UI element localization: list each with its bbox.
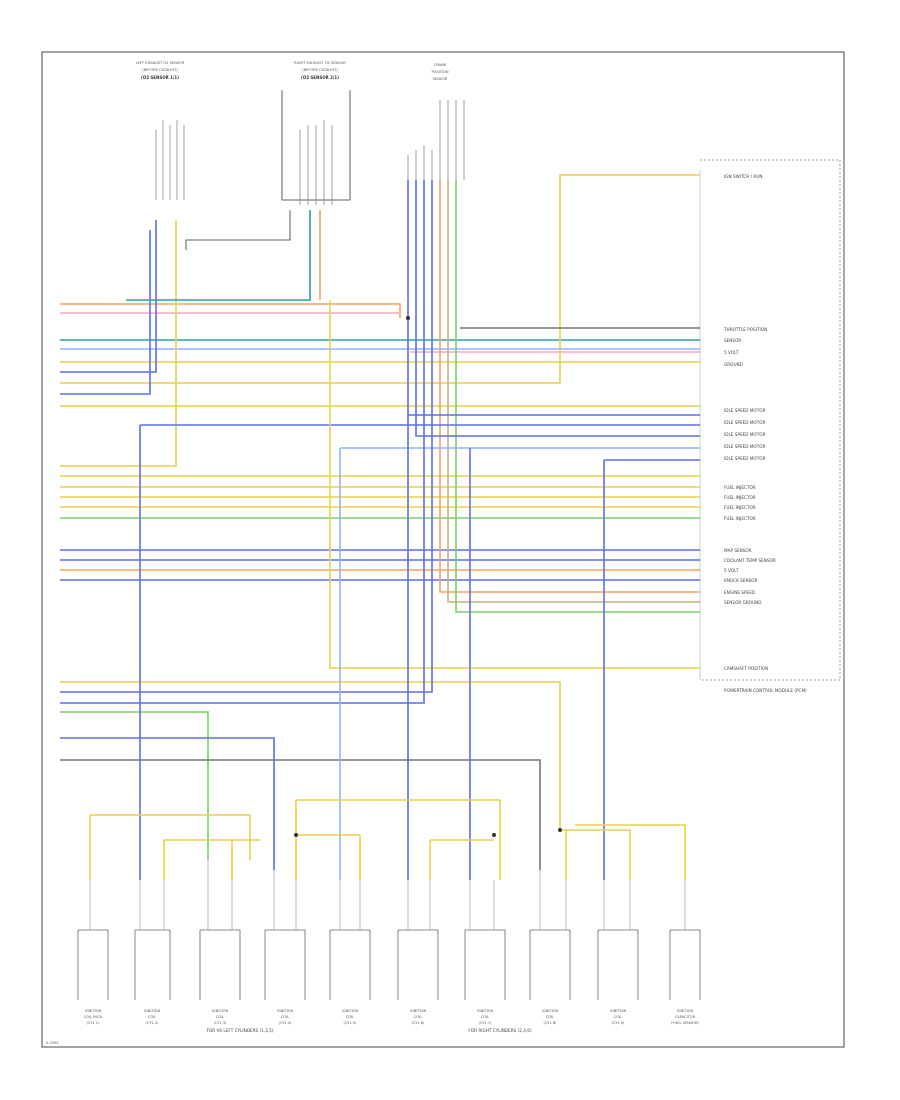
- svg-text:(CYL 8): (CYL 8): [544, 1021, 557, 1025]
- coil-label-8: IGNITION COIL (CYL 8): [542, 1009, 559, 1025]
- svg-text:COIL: COIL: [546, 1015, 554, 1019]
- svg-text:IGN SWITCH / RUN: IGN SWITCH / RUN: [724, 174, 763, 179]
- top-component-o2-left: LEFT EXHAUST O2 SENSOR (BEFORE CATALYST)…: [136, 61, 185, 80]
- svg-text:COIL: COIL: [414, 1015, 422, 1019]
- svg-text:IGNITION: IGNITION: [677, 1009, 694, 1013]
- svg-text:CAPACITOR: CAPACITOR: [675, 1015, 696, 1019]
- svg-text:IGNITION: IGNITION: [342, 1009, 359, 1013]
- svg-text:(CYL 6): (CYL 6): [412, 1021, 425, 1025]
- coil-label-6: IGNITION COIL (CYL 6): [410, 1009, 427, 1025]
- svg-text:IGNITION: IGNITION: [542, 1009, 559, 1013]
- svg-text:COIL: COIL: [216, 1015, 224, 1019]
- svg-text:FUEL INJECTOR: FUEL INJECTOR: [724, 505, 756, 510]
- coil-label-4: IGNITION COIL (CYL 4): [277, 1009, 294, 1025]
- svg-text:5 VOLT: 5 VOLT: [724, 350, 739, 355]
- svg-text:COIL: COIL: [346, 1015, 354, 1019]
- svg-text:(CYL 7): (CYL 7): [479, 1021, 492, 1025]
- group-caption-left: FOR V6 LEFT CYLINDERS (1,3,5): [207, 1028, 274, 1033]
- coil-label-5: IGNITION COIL (CYL 5): [342, 1009, 359, 1025]
- svg-text:COIL PACK: COIL PACK: [84, 1015, 103, 1019]
- footer-code: S.2005: [46, 1041, 59, 1045]
- svg-text:IGNITION: IGNITION: [610, 1009, 627, 1013]
- top-pin-stubs: [155, 100, 465, 205]
- svg-text:SENSOR: SENSOR: [433, 77, 448, 81]
- svg-text:IDLE SPEED MOTOR: IDLE SPEED MOTOR: [724, 432, 766, 437]
- svg-text:IDLE SPEED MOTOR: IDLE SPEED MOTOR: [724, 444, 766, 449]
- svg-text:KNOCK SENSOR: KNOCK SENSOR: [724, 578, 758, 583]
- svg-text:FUEL INJECTOR: FUEL INJECTOR: [724, 495, 756, 500]
- svg-text:ENGINE SPEED: ENGINE SPEED: [724, 590, 755, 595]
- svg-text:POSITION: POSITION: [431, 70, 448, 74]
- svg-text:(CYL 4): (CYL 4): [279, 1021, 292, 1025]
- svg-text:IGNITION: IGNITION: [277, 1009, 294, 1013]
- svg-text:(O2 SENSOR 2/1): (O2 SENSOR 2/1): [301, 75, 339, 80]
- coil-label-7: IGNITION COIL (CYL 7): [477, 1009, 494, 1025]
- coil-label-10: IGNITION CAPACITOR (FUEL SENSOR): [671, 1009, 699, 1025]
- svg-text:SENSOR GROUND: SENSOR GROUND: [724, 600, 762, 605]
- coil-feed-wires: [89, 415, 686, 880]
- svg-text:COIL: COIL: [281, 1015, 289, 1019]
- diagram-frame: [41, 51, 845, 1048]
- svg-text:COIL: COIL: [481, 1015, 489, 1019]
- svg-text:MAP SENSOR: MAP SENSOR: [724, 548, 752, 553]
- svg-text:IGNITION: IGNITION: [410, 1009, 427, 1013]
- bottom-coil-connectors: [77, 929, 701, 1000]
- coil-pin-stubs: [89, 860, 686, 930]
- svg-text:IGNITION: IGNITION: [212, 1009, 229, 1013]
- coil-label-3: IGNITION COIL (CYL 3): [212, 1009, 229, 1025]
- svg-text:COIL: COIL: [148, 1015, 156, 1019]
- top-component-o2-right: RIGHT EXHAUST O2 SENSOR (BEFORE CATALYST…: [294, 61, 346, 80]
- bottom-component-labels: IGNITION COIL PACK (CYL 1) IGNITION COIL (CY…: [84, 1009, 700, 1025]
- splice-points: [294, 316, 562, 837]
- svg-text:COIL: COIL: [614, 1015, 622, 1019]
- svg-text:COOLANT TEMP SENSOR: COOLANT TEMP SENSOR: [724, 558, 776, 563]
- svg-text:IGNITION: IGNITION: [144, 1009, 161, 1013]
- svg-text:(CYL 5): (CYL 5): [344, 1021, 357, 1025]
- svg-text:POWERTRAIN CONTROL MODULE (PCM: POWERTRAIN CONTROL MODULE (PCM): [724, 688, 807, 693]
- svg-text:IGNITION: IGNITION: [85, 1009, 102, 1013]
- svg-text:(CYL 3): (CYL 3): [214, 1021, 227, 1025]
- svg-text:IGNITION: IGNITION: [477, 1009, 494, 1013]
- svg-text:(BEFORE CATALYST): (BEFORE CATALYST): [302, 68, 338, 72]
- svg-text:CRANK: CRANK: [434, 63, 447, 67]
- svg-text:CAMSHAFT POSITION: CAMSHAFT POSITION: [724, 666, 768, 671]
- pcm-labels: IGN SWITCH / RUN THROTTLE POSITION SENSO…: [723, 174, 807, 693]
- svg-text:(BEFORE CATALYST): (BEFORE CATALYST): [142, 68, 178, 72]
- svg-text:IDLE SPEED MOTOR: IDLE SPEED MOTOR: [724, 420, 766, 425]
- svg-text:SENSOR: SENSOR: [724, 338, 741, 343]
- svg-text:RIGHT EXHAUST O2 SENSOR: RIGHT EXHAUST O2 SENSOR: [294, 61, 346, 65]
- group-caption-right: FOR RIGHT CYLINDERS (2,4,6): [468, 1028, 532, 1033]
- svg-text:(FUEL SENSOR): (FUEL SENSOR): [671, 1021, 699, 1025]
- svg-text:IDLE SPEED MOTOR: IDLE SPEED MOTOR: [724, 456, 766, 461]
- svg-text:GROUND: GROUND: [724, 362, 743, 367]
- svg-text:(CYL 9): (CYL 9): [612, 1021, 625, 1025]
- svg-text:(CYL 1): (CYL 1): [87, 1021, 100, 1025]
- coil-label-1: IGNITION COIL PACK (CYL 1): [84, 1009, 103, 1025]
- pcm-connector-outline: [700, 159, 841, 681]
- coil-label-2: IGNITION COIL (CYL 2): [144, 1009, 161, 1025]
- svg-text:(O2 SENSOR 1/1): (O2 SENSOR 1/1): [141, 75, 179, 80]
- svg-text:FUEL INJECTOR: FUEL INJECTOR: [724, 516, 756, 521]
- svg-text:FUEL INJECTOR: FUEL INJECTOR: [724, 485, 756, 490]
- svg-text:THROTTLE POSITION: THROTTLE POSITION: [723, 327, 767, 332]
- svg-text:5 VOLT: 5 VOLT: [724, 568, 739, 573]
- svg-text:IDLE SPEED MOTOR: IDLE SPEED MOTOR: [724, 408, 766, 413]
- svg-text:LEFT EXHAUST O2 SENSOR: LEFT EXHAUST O2 SENSOR: [136, 61, 185, 65]
- top-component-crank: CRANK POSITION SENSOR: [431, 63, 448, 81]
- coil-label-9: IGNITION COIL (CYL 9): [610, 1009, 627, 1025]
- harness-wires: [60, 174, 700, 870]
- svg-text:(CYL 2): (CYL 2): [146, 1021, 159, 1025]
